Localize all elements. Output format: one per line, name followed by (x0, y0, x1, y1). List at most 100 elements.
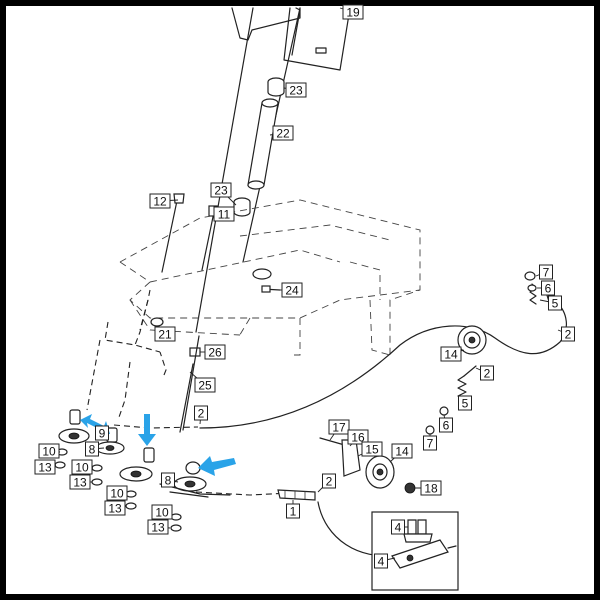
callout-box (38, 443, 60, 459)
part-number: 2 (198, 407, 205, 421)
callout-box (104, 500, 126, 516)
callout-box (281, 282, 303, 298)
bracket-19 (231, 7, 351, 71)
callout-box (322, 473, 336, 489)
callout-l14b: 14 (389, 443, 413, 463)
callout-box (561, 326, 575, 342)
spring-5-top (524, 271, 537, 305)
callout-box (423, 435, 437, 451)
callout-box (286, 503, 300, 519)
callout-l25: 25 (189, 371, 216, 393)
arrow-right-diag (198, 456, 236, 476)
guide-lines (86, 289, 311, 496)
part-number: 2 (565, 328, 572, 342)
washer-21 (150, 317, 164, 327)
part-number: 13 (151, 521, 165, 535)
detail-inset (371, 511, 459, 591)
part-number: 14 (395, 445, 409, 459)
shaft-25 (179, 335, 200, 433)
callout-l2d: 2 (317, 473, 336, 493)
callout-box (69, 474, 91, 490)
callout-box (204, 344, 226, 360)
callout-l13d: 13 (147, 519, 171, 535)
callout-l10b: 10 (71, 459, 94, 475)
callout-l10d: 10 (151, 504, 173, 520)
callout-l13c: 13 (104, 500, 127, 516)
part-number: 19 (346, 6, 360, 20)
callout-l5b: 5 (458, 395, 472, 411)
callout-box (541, 280, 555, 296)
callout-l16: 16 (347, 429, 369, 447)
part-number: 1 (290, 505, 297, 519)
part-number: 13 (38, 461, 52, 475)
callout-l21: 21 (154, 325, 176, 342)
callout-l12: 12 (149, 193, 179, 209)
part-number: 11 (218, 208, 231, 222)
bushing-23-lower (233, 197, 251, 217)
part-number: 4 (378, 555, 385, 569)
part-number: 25 (198, 379, 212, 393)
part-number: 6 (545, 282, 552, 296)
part-number: 17 (332, 421, 346, 435)
callout-box (147, 519, 169, 535)
part-number: 9 (99, 427, 106, 441)
part-number: 24 (285, 284, 299, 298)
collar-24 (252, 268, 281, 293)
sprocket-center (119, 447, 207, 492)
callout-l23a: 23 (283, 82, 307, 98)
callout-l8b: 8 (161, 472, 179, 488)
callout-box (154, 326, 176, 342)
callout-box (458, 395, 472, 411)
callout-box (440, 346, 462, 362)
part-number: 7 (427, 437, 434, 451)
callout-l2b: 2 (557, 326, 575, 342)
callout-l7b: 7 (423, 434, 437, 451)
callout-l6b: 6 (439, 414, 453, 433)
callout-l8a: 8 (85, 441, 105, 457)
part-number: 10 (42, 445, 56, 459)
part-number: 14 (444, 348, 458, 362)
callout-box (34, 459, 56, 475)
callout-box (548, 295, 562, 311)
part-number: 13 (73, 476, 87, 490)
callout-l24: 24 (278, 282, 303, 298)
callout-l4b: 4 (374, 553, 396, 569)
callout-l22: 22 (269, 125, 294, 141)
callout-l1: 1 (286, 500, 300, 519)
callout-box (95, 425, 109, 441)
callout-box (361, 441, 383, 457)
part-number: 10 (110, 487, 124, 501)
sprocket-left-upper (58, 409, 125, 455)
pulley-14-top (457, 325, 487, 355)
callout-box (391, 443, 413, 459)
callout-l2a: 2 (194, 405, 208, 425)
part-number: 6 (443, 419, 450, 433)
callout-l10c: 10 (106, 485, 128, 501)
part-number: 10 (155, 506, 169, 520)
callout-l13a: 13 (34, 459, 57, 475)
callout-l14a: 14 (440, 346, 465, 362)
callout-l15: 15 (357, 441, 383, 457)
tube-22 (247, 98, 279, 190)
callout-box (420, 480, 442, 496)
part-number: 2 (326, 475, 333, 489)
callout-box (106, 485, 128, 501)
part-number: 5 (552, 297, 559, 311)
part-number: 18 (424, 482, 438, 496)
part-number: 23 (214, 184, 228, 198)
callout-box (480, 365, 494, 381)
callout-l7a: 7 (535, 264, 553, 280)
callout-l6a: 6 (537, 280, 555, 296)
callout-l17: 17 (328, 419, 350, 441)
callout-box (328, 419, 350, 435)
part-number: 23 (289, 84, 303, 98)
callout-box (272, 125, 294, 141)
part-number: 8 (165, 474, 172, 488)
callout-box (151, 504, 173, 520)
part-number: 22 (276, 127, 290, 141)
callout-l9: 9 (95, 425, 109, 441)
callout-box (285, 82, 307, 98)
